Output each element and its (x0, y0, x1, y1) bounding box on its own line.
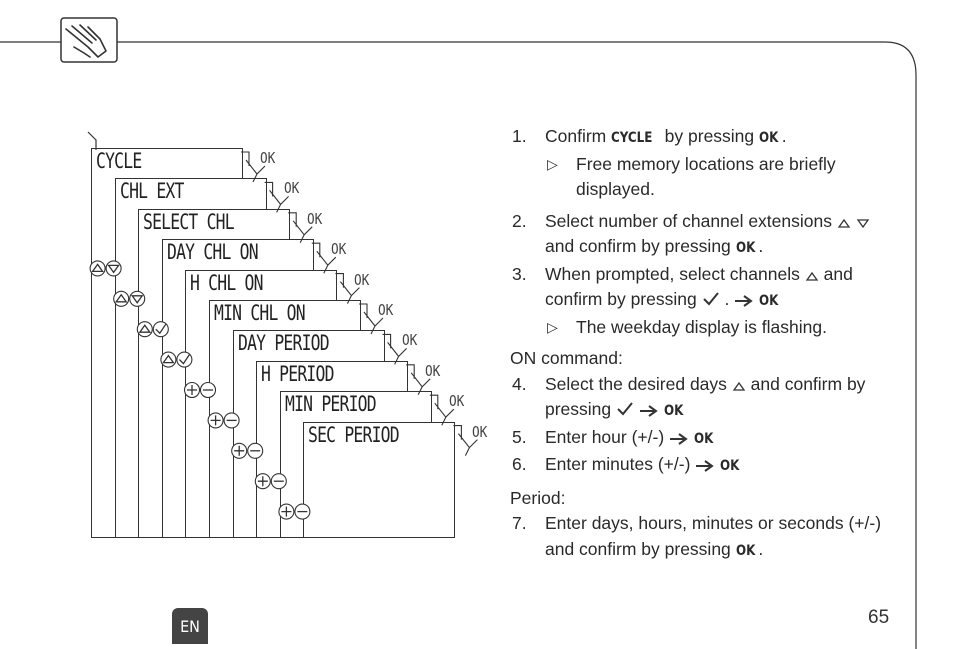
right-arrow-icon (670, 432, 688, 445)
ok-label: OK (472, 422, 488, 441)
up-triangle-icon (732, 381, 746, 391)
keyword-ok: OK (735, 542, 755, 559)
keyword-cycle: CYCLE (611, 130, 653, 146)
lcd-text: SELECT CHL (143, 209, 235, 234)
ok-label: OK (307, 209, 323, 228)
right-arrow-icon (735, 295, 753, 307)
lcd-text: H PERIOD (261, 361, 334, 386)
right-arrow-icon (696, 460, 714, 472)
up-triangle-icon (837, 218, 851, 228)
period-heading: Period: (510, 487, 566, 508)
ok-label: OK (260, 149, 276, 167)
on-command-heading: ON command: (510, 348, 623, 368)
step-4: 4.Select the desired days and confirm by… (510, 372, 910, 425)
keyword-ok: OK (735, 240, 755, 256)
play-triangle-icon: ▷ (547, 318, 558, 335)
lcd-text: MIN PERIOD (284, 392, 377, 417)
ok-label: OK (330, 240, 347, 259)
page-number: 65 (868, 607, 890, 628)
step-1: 1.Confirm CYCLE by pressing OK. (510, 124, 910, 152)
keyword-ok: OK (720, 458, 740, 474)
keyword-ok: OK (759, 293, 779, 309)
step-7: 7.Enter days, hours, minutes or seconds … (510, 511, 910, 564)
ok-label: OK (378, 301, 394, 319)
lcd-text: DAY PERIOD (237, 331, 330, 356)
lcd-text: MIN CHL ON (214, 301, 306, 325)
keyword-ok: OK (759, 130, 779, 146)
lcd-screen: SEC PERIOD (303, 421, 456, 538)
keyword-ok: OK (663, 403, 684, 419)
down-triangle-icon (856, 218, 869, 228)
lcd-text: DAY CHL ON (166, 240, 259, 265)
step-6: 6.Enter minutes (+/-) OK (510, 452, 910, 480)
check-icon (702, 292, 719, 306)
step-2: 2.Select number of channel extensions an… (510, 209, 910, 262)
up-triangle-icon (805, 271, 819, 281)
sub-step-3: ▷The weekday display is flashing. (510, 315, 910, 341)
ok-label: OK (425, 361, 441, 380)
right-arrow-icon (639, 405, 658, 417)
ok-label: OK (448, 392, 465, 411)
ok-label: OK (283, 179, 299, 198)
instruction-list: 1.Confirm CYCLE by pressing OK. ▷Free me… (510, 124, 910, 564)
lcd-text: CYCLE (96, 149, 142, 173)
check-icon (617, 402, 633, 416)
step-5: 5.Enter hour (+/-) OK (510, 425, 910, 453)
keyword-ok: OK (693, 430, 714, 447)
lcd-text: SEC PERIOD (308, 422, 400, 447)
lcd-text: H CHL ON (190, 270, 264, 295)
language-badge: EN (172, 608, 208, 644)
play-triangle-icon: ▷ (547, 155, 558, 172)
ok-label: OK (401, 331, 417, 350)
ok-label: OK (354, 270, 370, 289)
lcd-text: CHL EXT (119, 179, 184, 204)
pointing-hand-icon (60, 17, 118, 63)
